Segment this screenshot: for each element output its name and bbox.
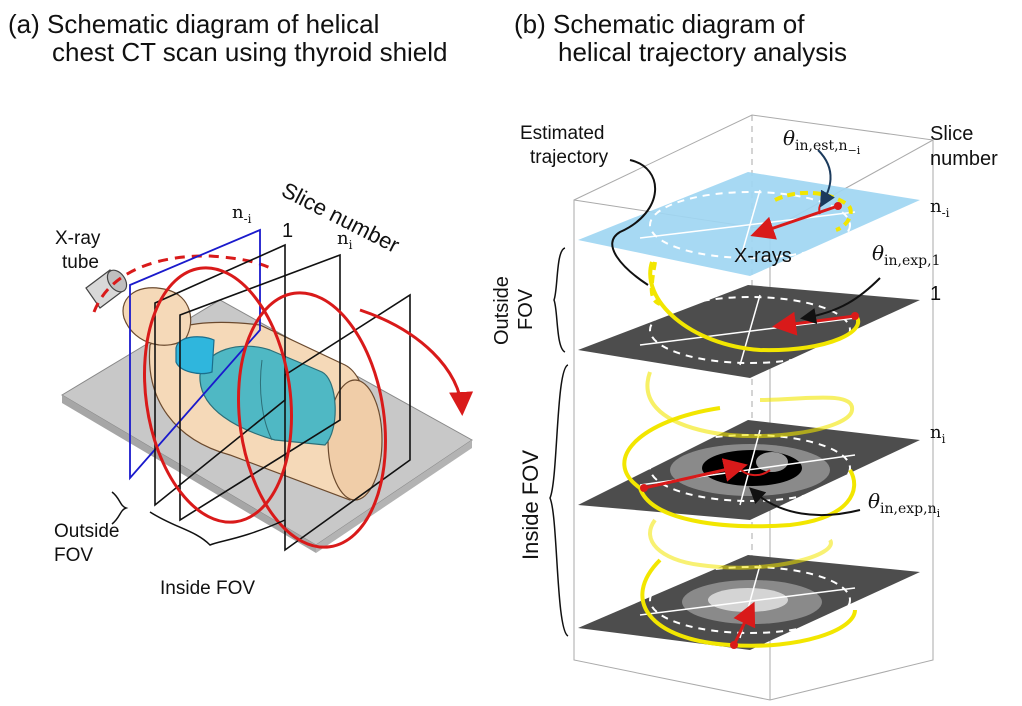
- theta-expni-label: θin,exp,ni: [868, 489, 941, 520]
- lungs: [199, 345, 336, 446]
- helix-ring-1: [143, 266, 293, 524]
- slice-label-b-n-i: ni: [930, 422, 946, 446]
- source-points: [640, 202, 859, 649]
- panel-a-diagram: X-ray tube Slice number n-i 1 ni Outside…: [54, 177, 474, 599]
- theta-expni-pointer: [749, 487, 861, 516]
- panel-b-title-line1: (b) Schematic diagram of: [514, 9, 805, 39]
- helix-arrow: [359, 308, 474, 416]
- xray-tube-icon: [85, 269, 128, 309]
- theta-est-label: θin,est,n−i: [783, 126, 861, 157]
- slice-label-1: 1: [282, 220, 293, 242]
- estimated-trajectory-pointer: [611, 159, 656, 286]
- slice-frame-n-i: [284, 293, 411, 552]
- panel-b-title: (b) Schematic diagram of helical traject…: [514, 10, 847, 66]
- slice-label-n-minus-i: n-i: [232, 202, 252, 226]
- patient-table-edge: [62, 395, 316, 553]
- slice-number-label-b: Slice: [930, 123, 973, 145]
- brace-outside-fov: [111, 491, 129, 525]
- slice-label-n-i: ni: [337, 228, 353, 252]
- panel-a-title-line1: (a) Schematic diagram of helical: [8, 9, 380, 39]
- theta-exp1-pointer: [800, 277, 881, 324]
- brace-inside-fov-b: [549, 364, 569, 637]
- theta-exp1-label: θin,exp,1: [872, 241, 941, 269]
- xrays-label: X-rays: [734, 245, 792, 267]
- brace-outside-fov-b: [553, 247, 566, 353]
- slice-label-b-n-minus-i: n-i: [930, 196, 950, 220]
- theta-est-pointer: [817, 149, 835, 208]
- outside-fov-label-b: Outside: [491, 276, 513, 345]
- panel-b-title-line2: helical trajectory analysis: [558, 37, 848, 67]
- panel-b-diagram: Estimated trajectory Slice number θin,es…: [491, 114, 998, 701]
- outside-fov-label-2: FOV: [54, 545, 93, 566]
- slice-frame-n-i-left: [179, 253, 341, 522]
- brace-inside-fov: [149, 511, 286, 546]
- slice-label-b-1: 1: [930, 283, 941, 305]
- patient-head: [122, 287, 192, 346]
- xray-tube-label-2: tube: [62, 252, 99, 273]
- helix-ring-2: [237, 291, 387, 549]
- patient-body-end: [327, 379, 383, 501]
- panel-a-title-line2: chest CT scan using thyroid shield: [52, 37, 448, 67]
- inside-fov-label-b: Inside FOV: [518, 450, 543, 560]
- slice-frame-n-minus-i: [129, 228, 261, 481]
- yellow-helix: [622, 190, 861, 648]
- panel-a-title: (a) Schematic diagram of helical chest C…: [8, 10, 448, 66]
- thyroid-shield: [175, 336, 215, 375]
- slice-number-label-b-2: number: [930, 148, 998, 170]
- estimated-trajectory-label: Estimated: [520, 123, 604, 144]
- estimated-trajectory-label-2: trajectory: [530, 147, 609, 168]
- xray-tube-label: X-ray: [55, 228, 101, 249]
- outside-fov-label: Outside: [54, 521, 119, 542]
- outside-fov-label-b-2: FOV: [515, 288, 537, 330]
- inside-fov-label: Inside FOV: [160, 578, 255, 599]
